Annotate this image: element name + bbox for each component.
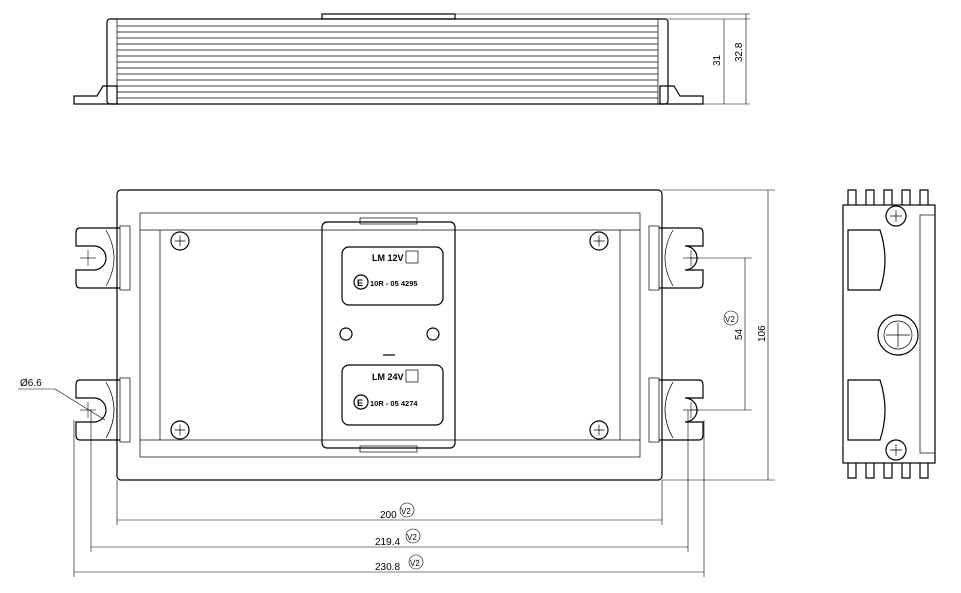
screw-icon <box>170 231 190 251</box>
dim-height-body: 31 <box>712 54 723 66</box>
revision-mark: V2 <box>407 533 417 542</box>
dim-hole-spacing: 54 <box>734 328 745 340</box>
mounting-ear <box>75 377 131 443</box>
label-model-24v: LM 24V <box>372 372 404 382</box>
label-model-12v: LM 12V <box>372 253 404 263</box>
dim-width-total: 230.8 <box>375 562 400 573</box>
revision-mark: V2 <box>725 315 735 324</box>
screw-icon <box>589 231 609 251</box>
screw-icon <box>589 420 609 440</box>
approval-number-24v: 10R - 05 4274 <box>370 399 418 408</box>
approval-mark: E <box>357 278 363 288</box>
side-view <box>842 189 936 479</box>
dim-width-body: 200 <box>380 510 397 521</box>
e-mark-icon <box>353 274 369 290</box>
e-mark-icon <box>353 394 369 410</box>
dim-height-total: 32.8 <box>734 42 745 62</box>
screw-icon <box>170 420 190 440</box>
label-plate-12v <box>341 246 444 306</box>
label-plate-24v <box>341 364 444 426</box>
top-view: 31 32.8 <box>73 13 750 105</box>
screw-icon <box>885 439 907 461</box>
screw-icon <box>885 205 907 227</box>
dim-width-holes: 219.4 <box>375 537 400 548</box>
approval-number-12v: 10R - 05 4295 <box>370 279 418 288</box>
front-view: LM 12V E 10R - 05 4295 LM 24V E 10R - 05… <box>18 189 775 577</box>
dim-height-front: 106 <box>757 325 768 342</box>
approval-mark: E <box>357 398 363 408</box>
mounting-ear <box>75 225 131 291</box>
revision-mark: V2 <box>410 559 420 568</box>
dim-hole-diameter: Ø6.6 <box>20 378 42 389</box>
revision-mark: V2 <box>401 507 411 516</box>
